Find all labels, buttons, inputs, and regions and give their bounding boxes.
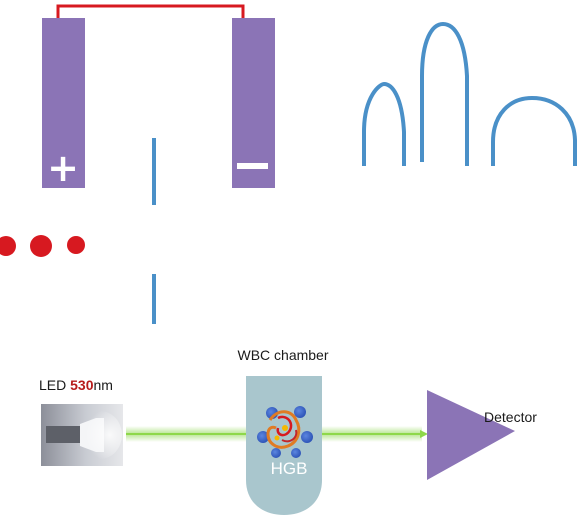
- light-beam: [126, 426, 428, 442]
- led-unit: nm: [93, 377, 112, 393]
- chamber-label: HGB: [271, 459, 308, 478]
- wbc-chamber: HGB: [246, 376, 322, 515]
- detector: Detector: [427, 390, 537, 480]
- cell-particle: [0, 236, 16, 256]
- detector-label: Detector: [484, 409, 537, 425]
- pulse-signal: [362, 81, 406, 166]
- negative-electrode: [232, 18, 275, 188]
- led-label: LED 530nm: [39, 377, 113, 393]
- pulse-signal: [491, 95, 577, 166]
- electrode-wire: [56, 4, 245, 22]
- pulse-signal: [420, 21, 469, 166]
- led-label-prefix: LED: [39, 377, 70, 393]
- hgb-molecule-icon: [257, 406, 313, 458]
- led-wavelength: 530: [70, 377, 94, 393]
- beam-arrowhead: [420, 430, 428, 438]
- pulse-signals: [362, 21, 577, 166]
- detector-shape: [427, 390, 515, 480]
- cell-particle: [30, 235, 52, 257]
- cell-particles: [0, 235, 85, 257]
- cell-particle: [67, 236, 85, 254]
- positive-symbol: +: [47, 146, 79, 190]
- negative-symbol: [237, 163, 268, 169]
- positive-electrode: +: [42, 18, 85, 190]
- chamber-title: WBC chamber: [237, 347, 328, 363]
- led-source: [41, 404, 123, 466]
